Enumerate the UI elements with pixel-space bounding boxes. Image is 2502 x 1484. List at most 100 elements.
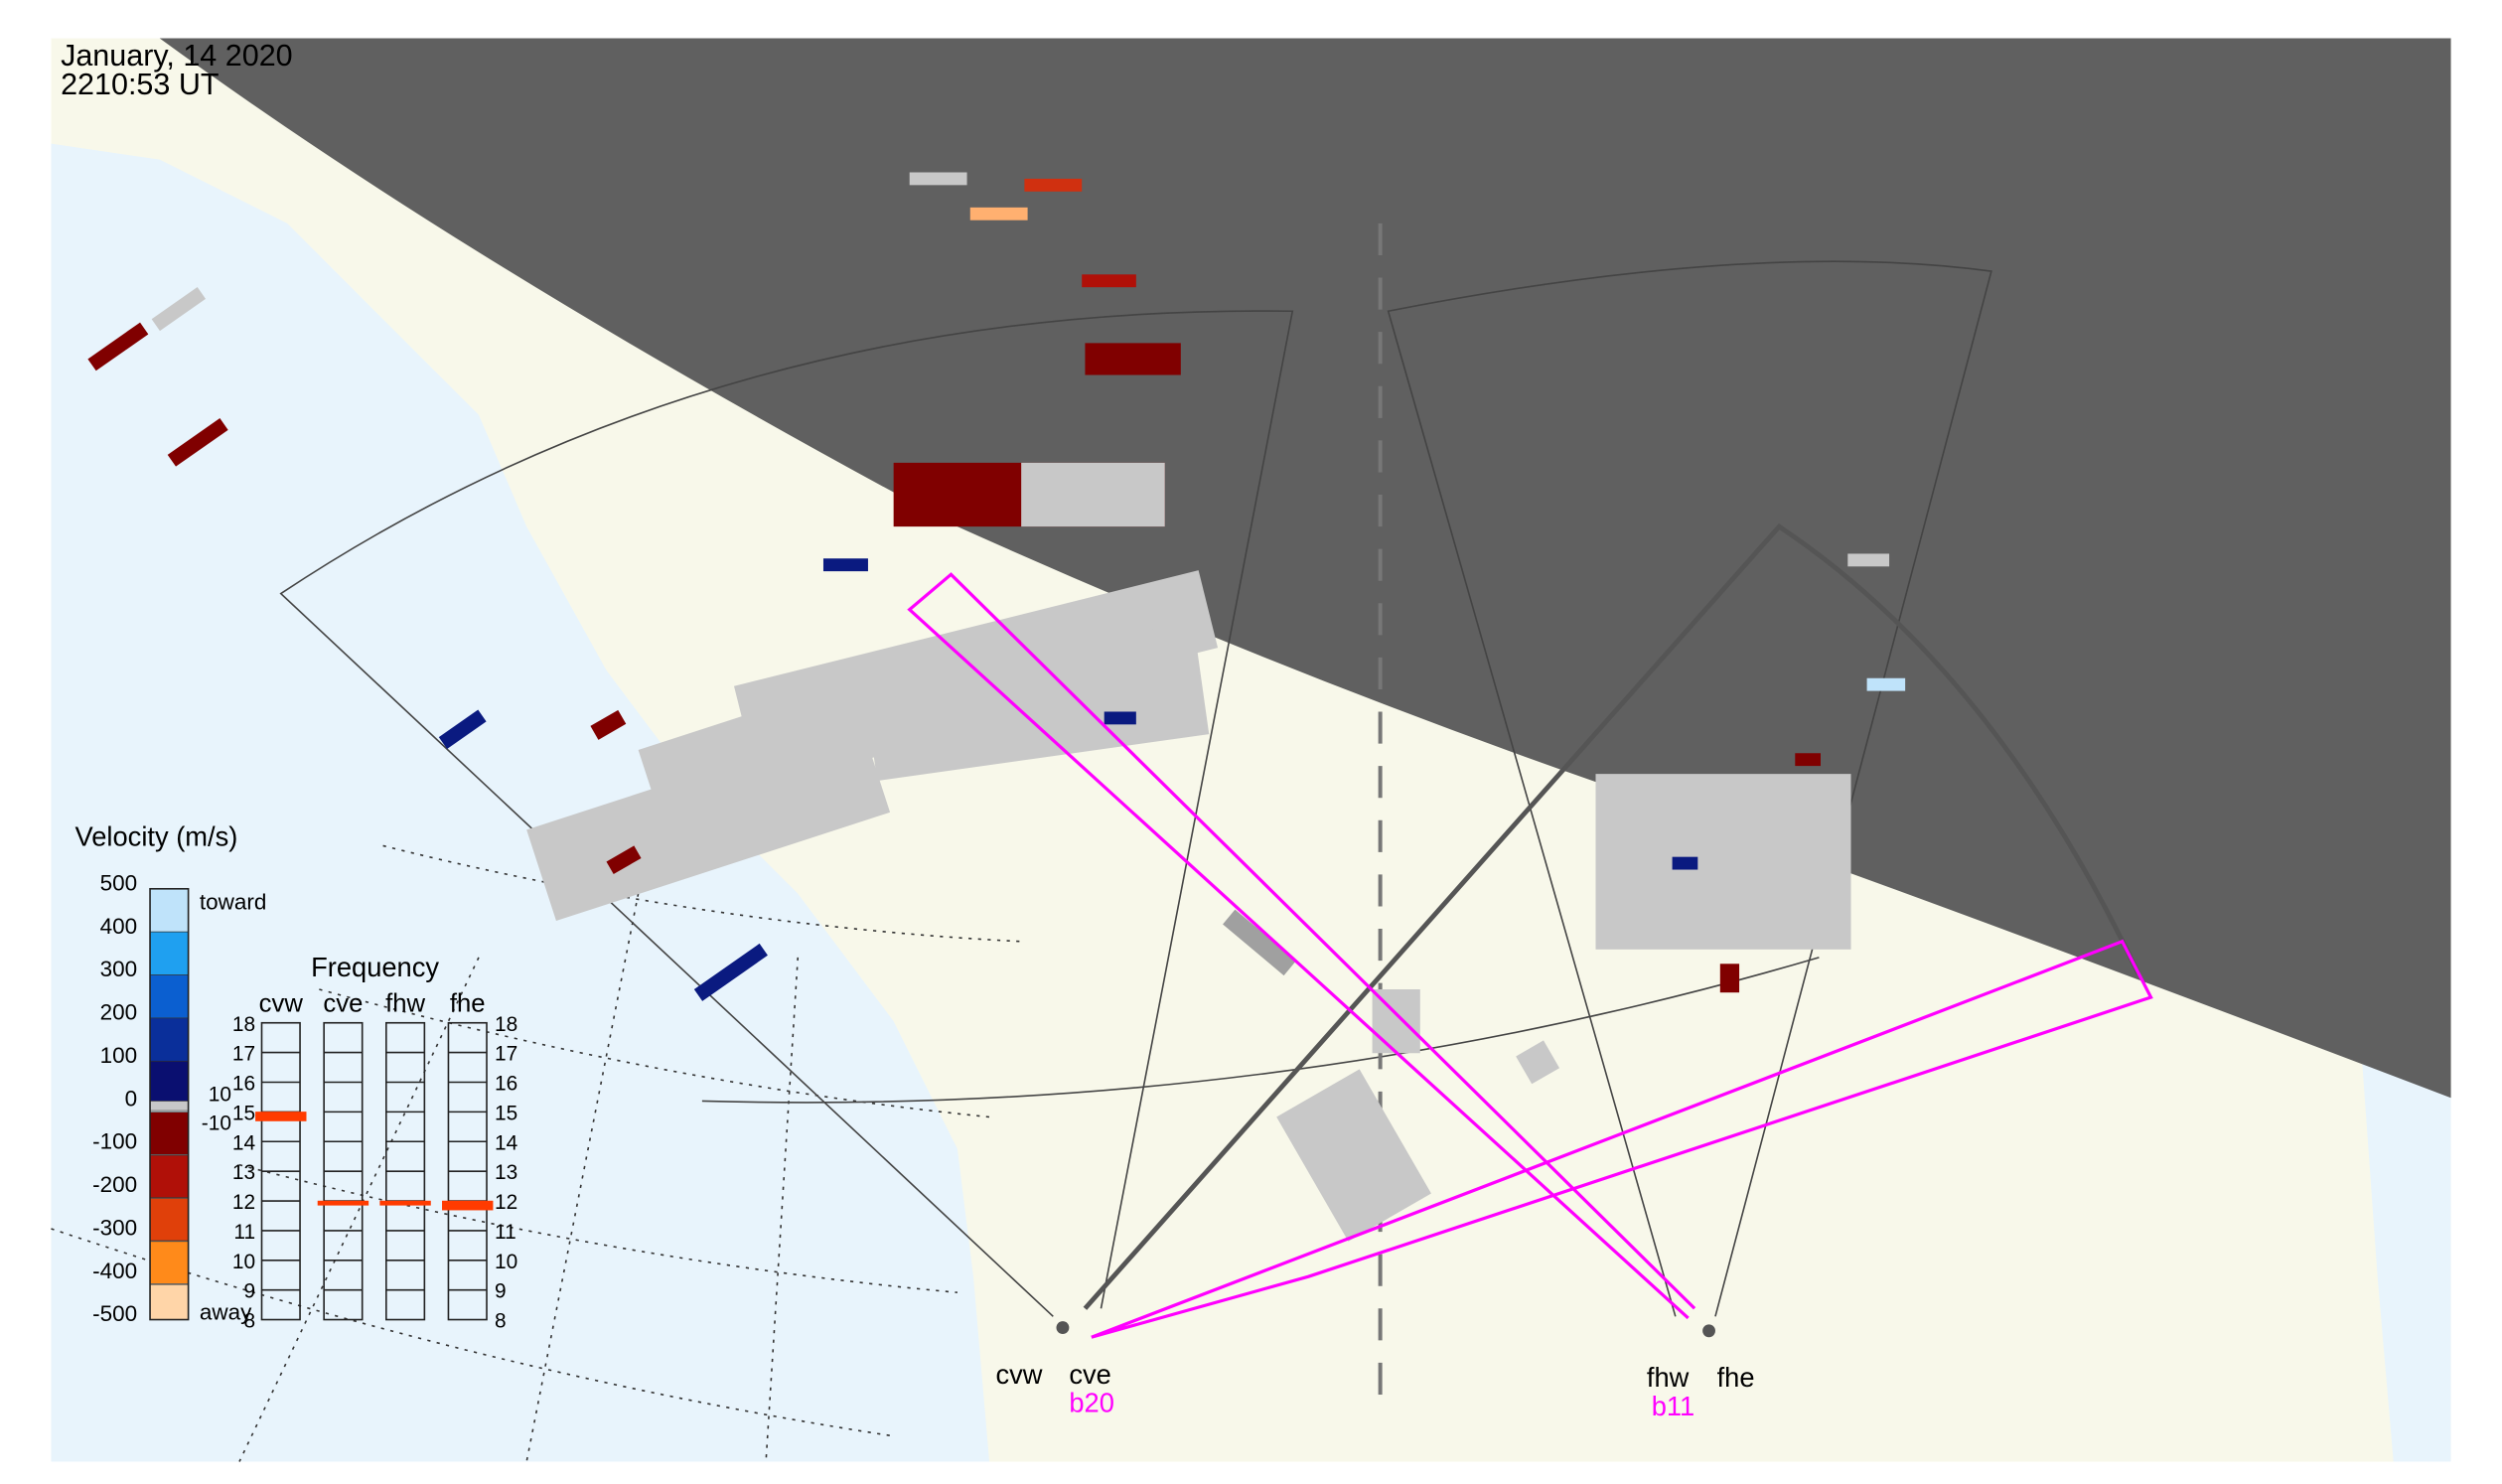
frequency-tick-left: 10 — [232, 1251, 255, 1273]
frequency-tick-right: 12 — [495, 1191, 517, 1214]
scatter-cell — [87, 322, 149, 371]
scatter-cell — [1276, 1069, 1431, 1242]
frequency-radar-label: cve — [323, 989, 363, 1017]
night-region — [159, 38, 2451, 1099]
radar-label-cvw: cvw — [995, 1359, 1042, 1390]
scatter-cell — [1719, 964, 1740, 993]
frequency-marker — [317, 1200, 369, 1206]
scatter-cell — [1082, 274, 1136, 288]
velocity-tick: 100 — [100, 1043, 138, 1068]
frequency-tick-right: 9 — [495, 1280, 507, 1303]
time-label: 2210:53 UT — [61, 68, 219, 101]
velocity-tick: -100 — [92, 1129, 137, 1154]
beam-label-b11: b11 — [1652, 1391, 1695, 1421]
scatter-cell — [1847, 553, 1890, 567]
frequency-tick-left: 12 — [232, 1191, 255, 1214]
velocity-color-segment — [149, 1060, 189, 1105]
velocity-color-segment — [149, 1241, 189, 1284]
beam-outlines — [907, 572, 2153, 1339]
velocity-color-segment — [149, 1112, 189, 1155]
velocity-color-segment — [149, 888, 189, 933]
tick-10: 10 — [209, 1083, 231, 1106]
frequency-tick-right: 14 — [495, 1131, 517, 1154]
cv-radar-site-icon — [1056, 1321, 1070, 1334]
scatter-cell — [1104, 711, 1136, 725]
frequency-tick-left: 11 — [233, 1221, 255, 1244]
fov-bold — [1083, 522, 2140, 1310]
radar-label-cve: cve — [1069, 1359, 1110, 1390]
frequency-tick-right: 11 — [495, 1221, 516, 1244]
velocity-tick: -200 — [92, 1172, 137, 1197]
scatter-cell — [822, 558, 868, 572]
radar-label-fhe: fhe — [1717, 1362, 1755, 1393]
scatter-cell — [1085, 343, 1181, 375]
tick-minus-10: -10 — [202, 1112, 231, 1134]
frequency-radar-label: fhe — [450, 989, 486, 1017]
frequency-tick-left: 14 — [232, 1131, 255, 1154]
scatter-cell — [1223, 909, 1296, 976]
scatter-cell — [1595, 774, 1851, 950]
velocity-tick: 500 — [100, 870, 138, 895]
scatter-cell — [969, 207, 1028, 221]
radar-label-fhw: fhw — [1647, 1362, 1690, 1393]
away-label: away — [200, 1300, 252, 1325]
velocity-color-segment — [149, 1283, 189, 1320]
velocity-tick: 400 — [100, 914, 138, 939]
velocity-color-segment — [149, 1017, 189, 1062]
fields-of-view — [279, 260, 1992, 1317]
beam-b11-fhw — [907, 572, 1696, 1320]
frequency-tick-right: 17 — [495, 1043, 517, 1066]
velocity-tick: 300 — [100, 957, 138, 981]
scatter-cell — [1024, 178, 1083, 192]
scatter-cells — [87, 172, 1906, 1242]
beam-b20-cve — [1091, 939, 2153, 1339]
velocity-tick: 0 — [125, 1086, 138, 1111]
frequency-tick-right: 8 — [495, 1310, 507, 1333]
scatter-cell — [1795, 753, 1822, 767]
frequency-radar-label: fhw — [385, 989, 425, 1017]
velocity-tick: -400 — [92, 1259, 137, 1283]
velocity-tick: -300 — [92, 1215, 137, 1240]
date-label: January, 14 2020 — [61, 39, 293, 73]
frequency-marker — [442, 1200, 494, 1211]
scatter-cell — [1672, 856, 1698, 870]
velocity-tick: -500 — [92, 1301, 137, 1326]
frequency-tick-right: 10 — [495, 1251, 517, 1273]
fh-radar-site-icon — [1702, 1324, 1715, 1338]
scatter-cell — [909, 172, 967, 186]
velocity-color-segment — [149, 931, 189, 975]
scatter-cell — [438, 709, 487, 750]
velocity-color-segment — [149, 1154, 189, 1198]
frequency-title: Frequency — [311, 952, 439, 982]
velocity-color-segment — [149, 1198, 189, 1242]
scatter-cell — [606, 845, 642, 875]
frequency-tick-left: 13 — [232, 1161, 255, 1184]
frequency-tick-right: 18 — [495, 1013, 517, 1036]
scatter-cell — [590, 709, 627, 740]
frequency-tick-right: 16 — [495, 1073, 517, 1096]
velocity-legend: Velocity (m/s) 500 400 300 200 100 0 -100 -200 -… — [75, 820, 267, 1326]
frequency-radar-label: cvw — [259, 989, 304, 1017]
frequency-tick-left: 8 — [243, 1310, 255, 1333]
velocity-color-segment — [149, 1101, 189, 1112]
frequency-tick-right: 13 — [495, 1161, 517, 1184]
frequency-tick-left: 15 — [232, 1102, 255, 1124]
scatter-cell — [167, 417, 228, 467]
ocean-east — [2361, 1053, 2451, 1462]
scatter-cell — [1021, 462, 1165, 527]
frequency-tick-left: 9 — [243, 1280, 255, 1303]
velocity-tick: 200 — [100, 1000, 138, 1025]
frequency-tick-right: 15 — [495, 1102, 517, 1124]
scatter-cell — [151, 287, 207, 332]
beam-label-b20: b20 — [1069, 1388, 1114, 1418]
velocity-color-segment — [149, 974, 189, 1019]
velocity-bar-outline — [149, 887, 190, 1321]
frequency-marker — [255, 1112, 307, 1121]
scatter-cell — [1516, 1040, 1560, 1085]
frequency-tick-left: 18 — [232, 1013, 255, 1036]
scatter-cell — [693, 943, 768, 1001]
velocity-legend-title: Velocity (m/s) — [75, 820, 238, 851]
